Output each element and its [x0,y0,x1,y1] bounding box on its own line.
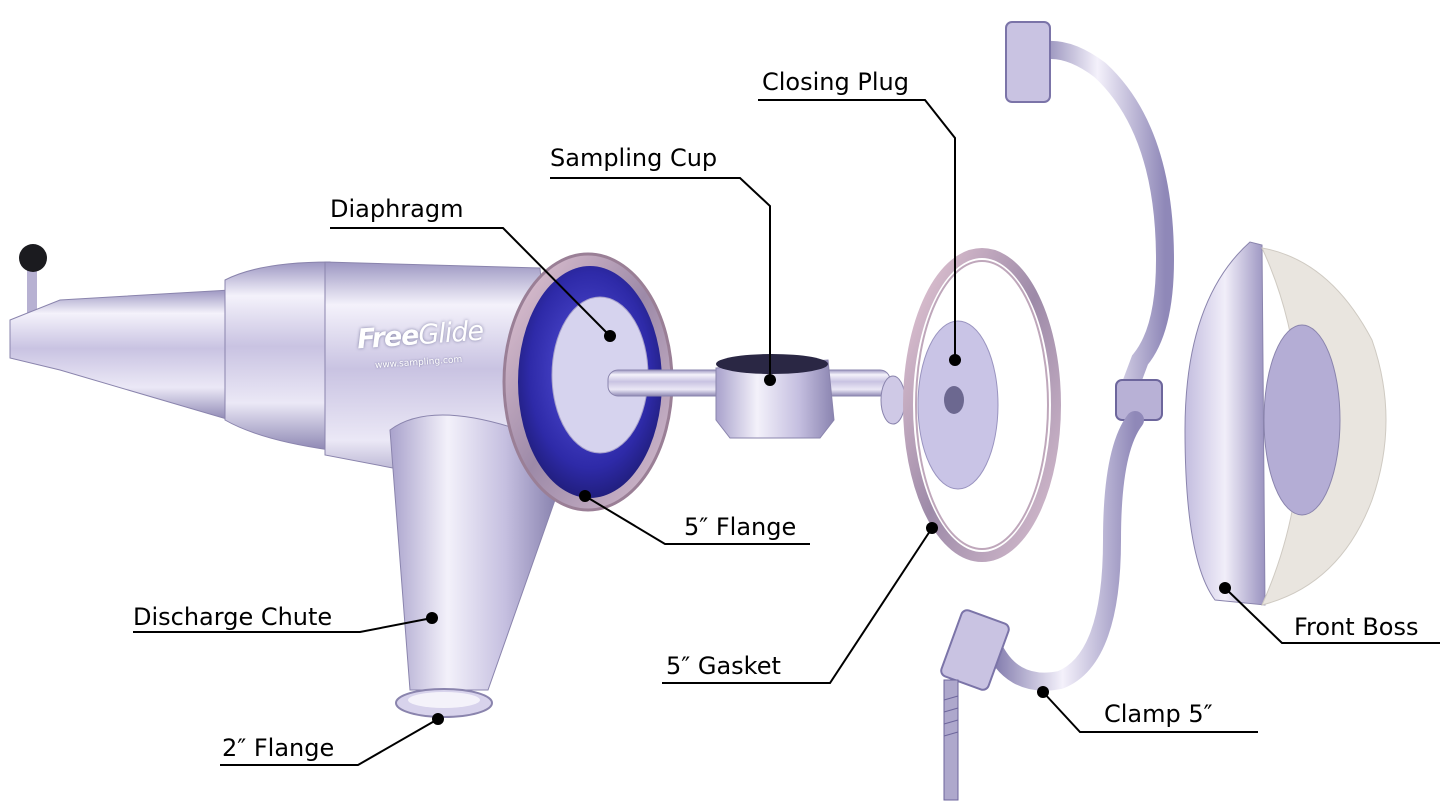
closing-plug-nut [944,386,964,414]
label-5in-gasket: 5″ Gasket [666,652,781,680]
label-clamp: Clamp 5″ [1104,700,1213,728]
handle-knob [19,244,47,272]
sampler-body [10,244,672,717]
clamp-lower-lug [940,609,1011,692]
sampling-cup-rim [716,354,828,374]
front-boss [1185,242,1386,605]
label-2in-flange: 2″ Flange [222,734,334,762]
dot-2in-flange [432,713,444,725]
dot-closing-plug [949,354,961,366]
dot-front-boss [1219,582,1231,594]
brand-name-bold: Free [356,320,419,355]
rod-end-collar [881,376,905,424]
label-front-boss: Front Boss [1294,613,1419,641]
two-inch-flange-inner [408,692,480,708]
clamp-upper-lug [1006,22,1050,102]
brand-name-regular: Glide [417,316,484,351]
front-boss-body [1185,242,1265,605]
mid-section [225,262,330,450]
label-sampling-cup: Sampling Cup [550,144,717,172]
dot-sampling-cup [764,374,776,386]
closing-plug [918,321,998,489]
dot-5in-gasket [926,522,938,534]
clamp-lower-half [990,420,1135,682]
dot-clamp [1037,686,1049,698]
label-5in-flange: 5″ Flange [684,513,796,541]
dot-diaphragm [604,330,616,342]
label-diaphragm: Diaphragm [330,195,464,223]
front-boss-bore [1264,325,1340,515]
dot-discharge-chute [426,612,438,624]
rear-shaft [10,290,230,420]
dot-5in-flange [579,490,591,502]
label-closing-plug: Closing Plug [762,68,909,96]
label-discharge-chute: Discharge Chute [133,603,332,631]
